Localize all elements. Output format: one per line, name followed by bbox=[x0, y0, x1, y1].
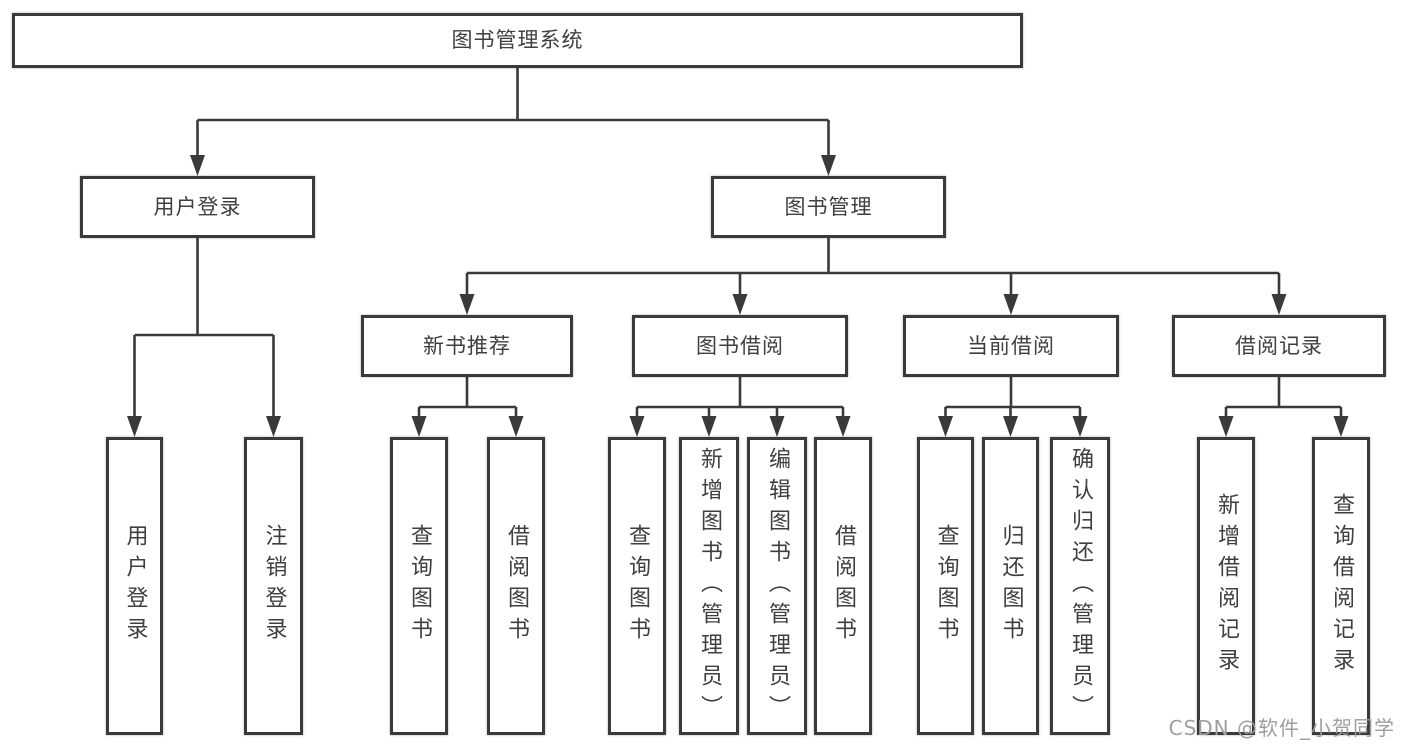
node-root-system-label: 图书管理系统 bbox=[451, 28, 584, 52]
node-book-borrow-label: 图书借阅 bbox=[696, 333, 784, 358]
node-book-management: 图书管理 bbox=[711, 176, 946, 238]
node-leaf-query-books-current: 查询图书 bbox=[917, 437, 974, 735]
node-leaf-query-borrow-record-label: 查询借阅记录 bbox=[1329, 493, 1354, 679]
connector-book-borrow-group bbox=[635, 377, 845, 419]
node-user-login-label: 用户登录 bbox=[153, 194, 242, 219]
node-current-borrow: 当前借阅 bbox=[903, 315, 1119, 377]
connector-user-login-group bbox=[133, 238, 275, 419]
node-leaf-logout-label: 注销登录 bbox=[261, 524, 287, 648]
node-leaf-add-books-admin: 新增图书（管理员） bbox=[679, 437, 739, 735]
node-leaf-confirm-return-admin-label: 确认归还（管理员） bbox=[1068, 446, 1093, 726]
node-leaf-logout: 注销登录 bbox=[244, 437, 303, 735]
csdn-watermark: CSDN @软件_小贺同学 bbox=[1168, 716, 1395, 740]
node-current-borrow-label: 当前借阅 bbox=[967, 333, 1055, 358]
connector-current-borrow-group bbox=[944, 377, 1082, 419]
node-leaf-add-borrow-record-label: 新增借阅记录 bbox=[1214, 493, 1239, 679]
node-book-management-label: 图书管理 bbox=[784, 194, 873, 219]
node-borrow-records-label: 借阅记录 bbox=[1235, 333, 1323, 358]
node-new-book-recommend-label: 新书推荐 bbox=[423, 333, 511, 358]
node-leaf-add-books-admin-label: 新增图书（管理员） bbox=[697, 446, 722, 726]
arrowheads bbox=[127, 155, 1349, 437]
node-leaf-confirm-return-admin: 确认归还（管理员） bbox=[1050, 437, 1110, 735]
node-new-book-recommend: 新书推荐 bbox=[361, 315, 573, 377]
connector-borrow-records-group bbox=[1224, 377, 1343, 419]
node-leaf-edit-books-admin: 编辑图书（管理员） bbox=[747, 437, 807, 735]
connector-new-book-recommend-group bbox=[417, 377, 518, 419]
node-user-login: 用户登录 bbox=[80, 176, 315, 238]
node-leaf-borrow-books-recommend-label: 借阅图书 bbox=[504, 524, 529, 648]
node-leaf-borrow-books-recommend: 借阅图书 bbox=[487, 437, 545, 735]
node-leaf-query-books-recommend-label: 查询图书 bbox=[407, 524, 432, 648]
node-root-system: 图书管理系统 bbox=[12, 13, 1023, 68]
node-leaf-user-login: 用户登录 bbox=[106, 437, 163, 735]
node-book-borrow: 图书借阅 bbox=[632, 315, 848, 377]
node-leaf-return-books-label: 归还图书 bbox=[998, 524, 1024, 648]
node-leaf-borrow-books-label: 借阅图书 bbox=[831, 524, 856, 648]
node-leaf-query-books-borrow: 查询图书 bbox=[608, 437, 666, 735]
node-leaf-edit-books-admin-label: 编辑图书（管理员） bbox=[765, 446, 790, 726]
connector-root-to-level2 bbox=[196, 68, 830, 158]
connector-book-management-group bbox=[465, 238, 1281, 297]
node-leaf-query-books-borrow-label: 查询图书 bbox=[625, 524, 650, 648]
node-leaf-query-borrow-record: 查询借阅记录 bbox=[1312, 437, 1370, 735]
node-leaf-query-books-current-label: 查询图书 bbox=[933, 524, 959, 648]
node-leaf-return-books: 归还图书 bbox=[982, 437, 1039, 735]
node-leaf-query-books-recommend: 查询图书 bbox=[390, 437, 448, 735]
node-leaf-borrow-books: 借阅图书 bbox=[814, 437, 872, 735]
node-borrow-records: 借阅记录 bbox=[1172, 315, 1386, 377]
node-leaf-add-borrow-record: 新增借阅记录 bbox=[1197, 437, 1255, 735]
node-leaf-user-login-label: 用户登录 bbox=[122, 524, 148, 648]
